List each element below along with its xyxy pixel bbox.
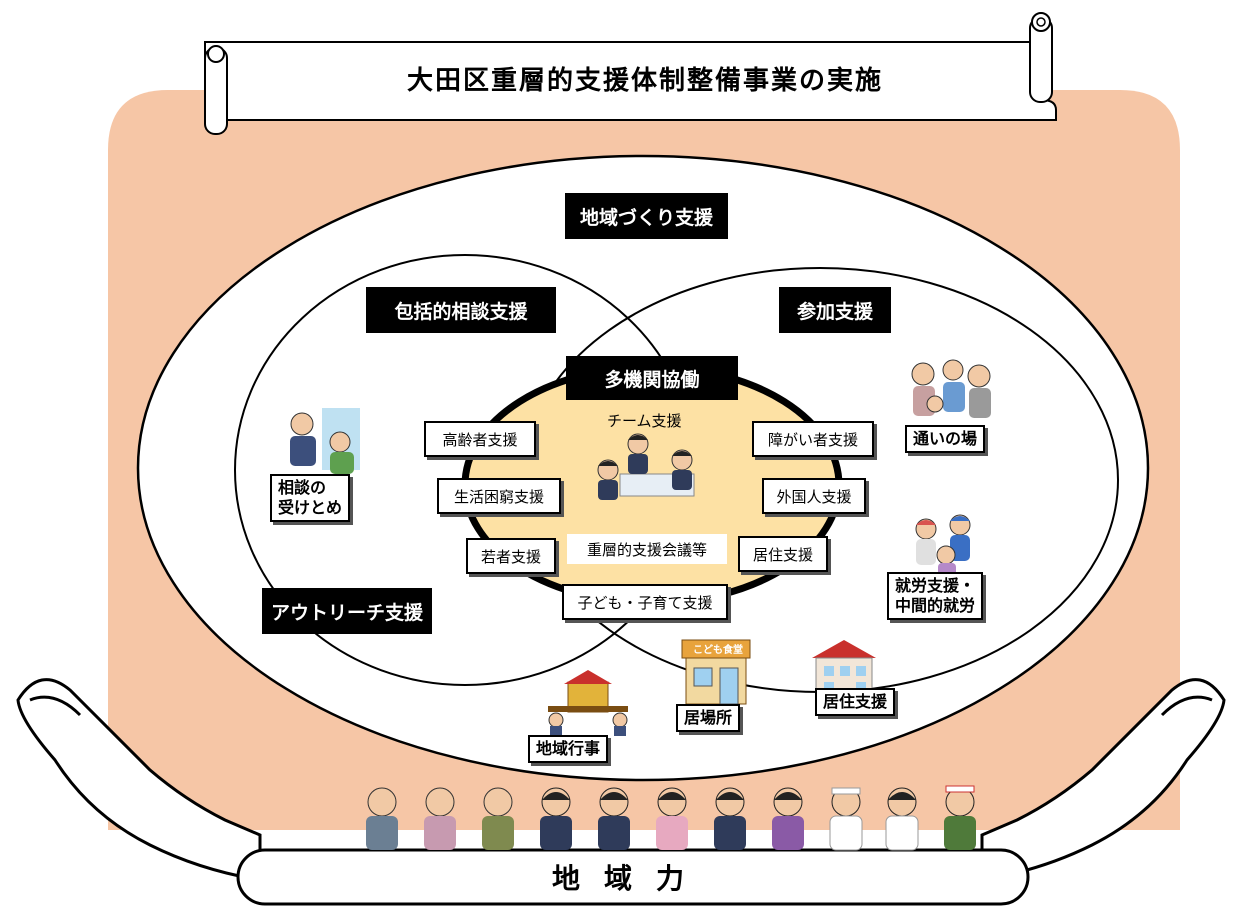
support-meeting-label: 重層的支援会議等 <box>567 534 727 564</box>
employment-caption-line1: 就労支援・ <box>895 576 976 595</box>
right-hand <box>980 678 1226 882</box>
kodomo-sign: こども食堂 <box>693 645 743 656</box>
team-support-text: チーム支援 <box>607 412 682 430</box>
community-support-label: 地域づくり支援 <box>565 193 728 239</box>
title-scroll <box>204 12 1057 135</box>
collaboration-label: 多機関協働 <box>566 356 738 400</box>
housing-caption: 居住支援 <box>815 688 896 716</box>
poverty-support-box: 生活困窮支援 <box>437 478 561 514</box>
childcare-support-box: 子ども・子育て支援 <box>562 584 728 620</box>
ibasho-illustration <box>681 639 751 705</box>
consult-caption-line1: 相談の <box>278 478 327 497</box>
consult-illustration <box>290 408 360 474</box>
ground-bar <box>236 848 1030 906</box>
regional-power-label: 地域力 <box>551 862 708 895</box>
local-event-illustration <box>548 670 628 736</box>
elderly-support-box: 高齢者支援 <box>424 421 536 457</box>
youth-support-box: 若者支援 <box>466 538 556 574</box>
team-illustration <box>597 433 695 500</box>
local-event-caption: 地域行事 <box>528 735 609 763</box>
employment-caption: 就労支援・ 中間的就労 <box>887 572 984 620</box>
page-title: 大田区重層的支援体制整備事業の実施 <box>406 65 883 96</box>
left-hand <box>16 678 262 882</box>
people-row <box>366 785 976 851</box>
gathering-caption: 通いの場 <box>905 425 986 453</box>
employment-caption-line2: 中間的就労 <box>895 596 976 615</box>
consultation-support-label: 包括的相談支援 <box>366 287 556 333</box>
housing-support-box: 居住支援 <box>738 536 828 572</box>
consult-caption: 相談の 受けとめ <box>270 474 351 522</box>
disability-support-box: 障がい者支援 <box>752 421 874 457</box>
gathering-illustration <box>911 359 991 418</box>
outreach-support-label: アウトリーチ支援 <box>262 588 432 634</box>
foreigner-support-box: 外国人支援 <box>762 478 866 514</box>
consult-caption-line2: 受けとめ <box>278 498 343 517</box>
participation-support-label: 参加支援 <box>779 287 891 333</box>
employment-illustration <box>915 514 971 577</box>
ibasho-caption: 居場所 <box>676 704 741 732</box>
